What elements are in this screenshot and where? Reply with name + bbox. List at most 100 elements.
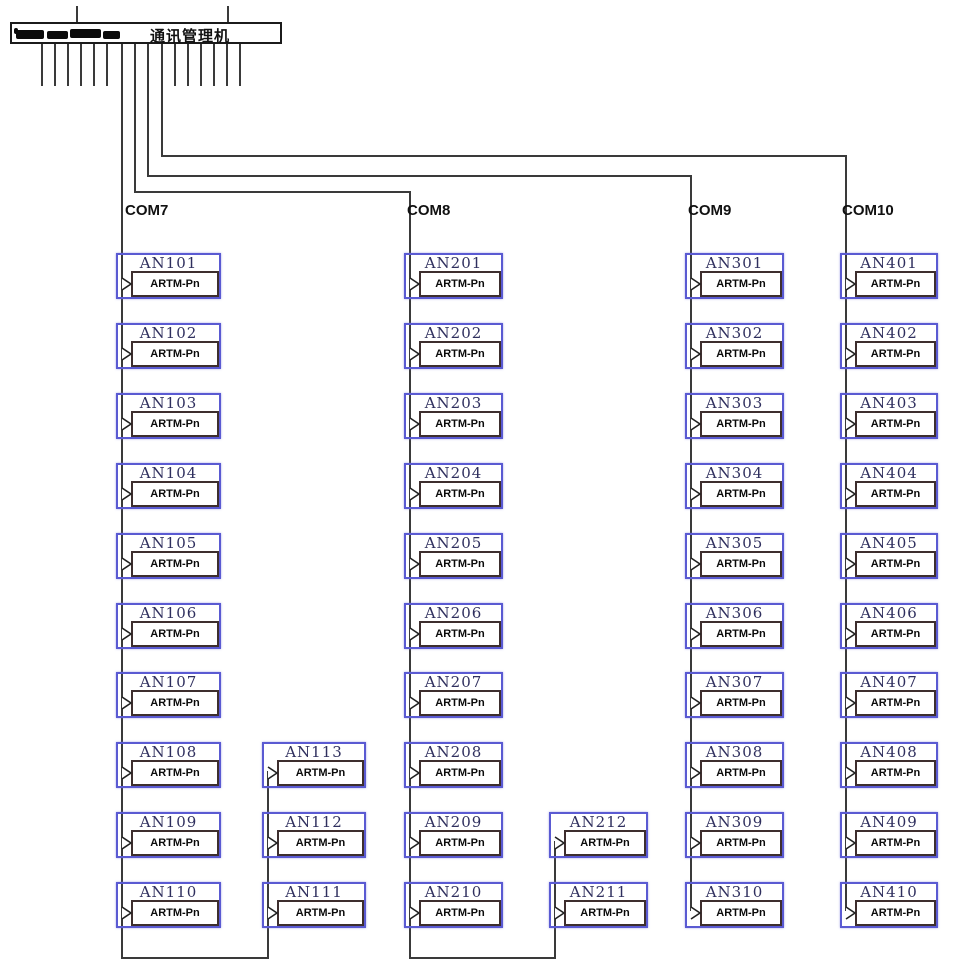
node-id-label: AN302 — [705, 324, 764, 342]
bus-wire — [121, 43, 269, 959]
device-model-box: ARTM-Pn — [131, 830, 219, 856]
bus-arrow-icon — [409, 347, 421, 361]
bus-arrow-icon — [690, 696, 702, 710]
device-model-box: ARTM-Pn — [700, 271, 782, 297]
redacted-text — [70, 29, 101, 38]
device-model-box: ARTM-Pn — [855, 411, 936, 437]
node-id-label: AN407 — [860, 673, 918, 691]
device-model-label: ARTM-Pn — [435, 628, 485, 640]
node-id-label: AN108 — [139, 743, 198, 761]
bus-arrow-icon — [121, 627, 133, 641]
node-id-label: AN304 — [705, 464, 764, 482]
bus-arrow-icon — [845, 417, 857, 431]
device-model-box: ARTM-Pn — [419, 621, 501, 647]
bus-arrow-icon — [690, 627, 702, 641]
device-model-box: ARTM-Pn — [855, 900, 936, 926]
bus-arrow-icon — [409, 487, 421, 501]
node-id-label: AN103 — [139, 394, 198, 412]
device-model-box: ARTM-Pn — [131, 341, 219, 367]
bus-arrow-icon — [121, 277, 133, 291]
device-model-label: ARTM-Pn — [150, 558, 200, 570]
bus-arrow-icon — [845, 906, 857, 920]
device-model-box: ARTM-Pn — [855, 551, 936, 577]
device-model-box: ARTM-Pn — [419, 411, 501, 437]
node-id-label: AN306 — [705, 604, 764, 622]
device-model-box: ARTM-Pn — [419, 481, 501, 507]
device-model-label: ARTM-Pn — [295, 907, 346, 919]
node-id-label: AN111 — [285, 883, 343, 901]
device-model-box: ARTM-Pn — [700, 830, 782, 856]
device-model-label: ARTM-Pn — [716, 488, 766, 500]
redacted-text — [16, 30, 44, 39]
device-model-box: ARTM-Pn — [855, 341, 936, 367]
bus-arrow-icon — [845, 487, 857, 501]
node-id-label: AN109 — [139, 813, 198, 831]
bus-arrow-icon — [845, 836, 857, 850]
device-model-box: ARTM-Pn — [419, 830, 501, 856]
device-model-box: ARTM-Pn — [131, 621, 219, 647]
device-model-box: ARTM-Pn — [700, 621, 782, 647]
node-id-label: AN107 — [139, 673, 198, 691]
node-id-label: AN205 — [424, 534, 483, 552]
bus-arrow-icon — [690, 766, 702, 780]
device-model-label: ARTM-Pn — [870, 278, 921, 290]
bus-arrow-icon — [121, 696, 133, 710]
node-id-label: AN401 — [860, 254, 918, 272]
bus-arrow-icon — [409, 766, 421, 780]
node-id-label: AN305 — [705, 534, 764, 552]
node-id-label: AN307 — [705, 673, 764, 691]
device-model-box: ARTM-Pn — [131, 900, 219, 926]
node-id-label: AN403 — [860, 394, 918, 412]
device-model-label: ARTM-Pn — [870, 628, 921, 640]
node-id-label: AN405 — [860, 534, 918, 552]
com-port-label: COM10 — [842, 202, 894, 219]
bus-arrow-icon — [121, 766, 133, 780]
device-model-box: ARTM-Pn — [855, 690, 936, 716]
device-model-box: ARTM-Pn — [419, 760, 501, 786]
bus-arrow-icon — [409, 836, 421, 850]
node-id-label: AN104 — [139, 464, 198, 482]
device-model-label: ARTM-Pn — [150, 418, 200, 430]
node-id-label: AN204 — [424, 464, 483, 482]
bus-arrow-icon — [845, 347, 857, 361]
device-model-box: ARTM-Pn — [131, 551, 219, 577]
bus-arrow-icon — [121, 836, 133, 850]
node-id-label: AN406 — [860, 604, 918, 622]
device-model-label: ARTM-Pn — [435, 278, 485, 290]
bus-arrow-icon — [690, 277, 702, 291]
bus-arrow-icon — [845, 696, 857, 710]
bus-arrow-icon — [845, 557, 857, 571]
bus-arrow-icon — [554, 906, 566, 920]
device-model-label: ARTM-Pn — [716, 348, 766, 360]
bus-arrow-icon — [690, 906, 702, 920]
redacted-text — [103, 31, 120, 39]
device-model-box: ARTM-Pn — [131, 411, 219, 437]
device-model-box: ARTM-Pn — [700, 411, 782, 437]
device-model-box: ARTM-Pn — [131, 481, 219, 507]
bus-arrow-icon — [409, 906, 421, 920]
node-id-label: AN202 — [424, 324, 483, 342]
device-model-box: ARTM-Pn — [277, 760, 364, 786]
device-model-box: ARTM-Pn — [855, 481, 936, 507]
node-id-label: AN408 — [860, 743, 918, 761]
node-id-label: AN308 — [705, 743, 764, 761]
bus-arrow-icon — [845, 627, 857, 641]
bus-arrow-icon — [121, 487, 133, 501]
device-model-box: ARTM-Pn — [131, 690, 219, 716]
device-model-label: ARTM-Pn — [435, 348, 485, 360]
device-model-label: ARTM-Pn — [435, 907, 485, 919]
